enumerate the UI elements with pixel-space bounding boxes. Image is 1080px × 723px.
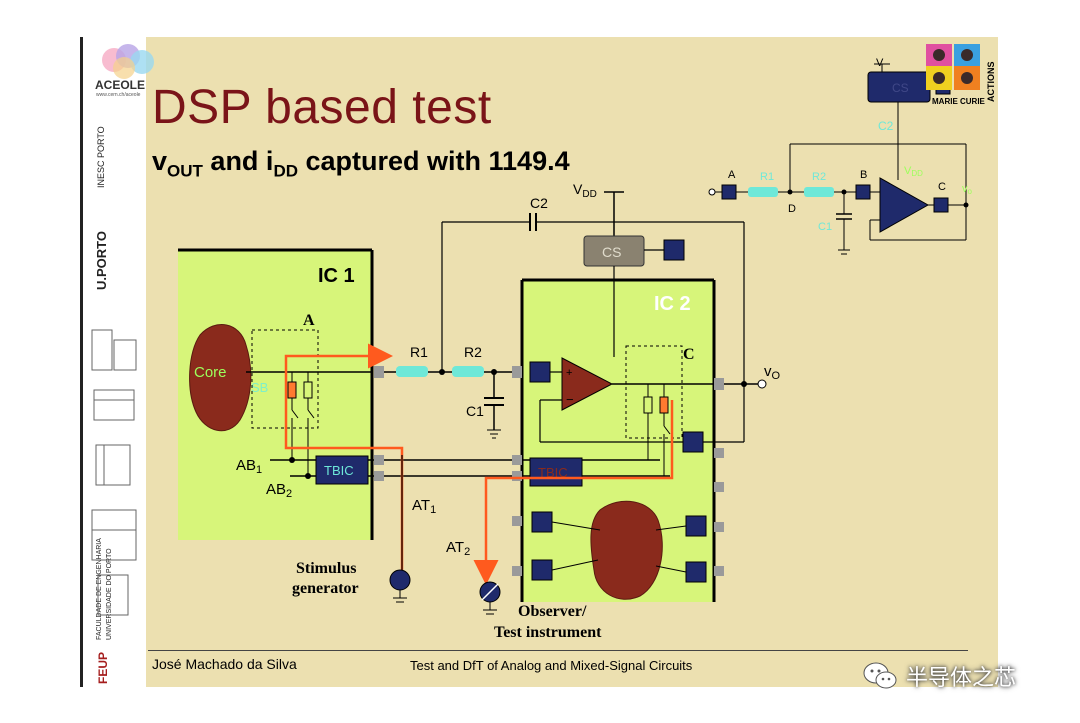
- opamp-ic2: [561, 357, 614, 411]
- inset-c-label: C: [938, 181, 946, 193]
- at2-label: AT2: [446, 539, 470, 558]
- inset-vo-label: vo: [962, 183, 973, 196]
- aceole-url: www.cern.ch/aceole: [96, 92, 141, 98]
- pin-ic2-in: [512, 366, 522, 378]
- ab2-label: AB2: [266, 481, 292, 500]
- stimulus-label-2: generator: [292, 580, 359, 597]
- ic2-input-pad: [529, 361, 551, 383]
- core-blob-ic2: [590, 500, 663, 600]
- cs-label: CS: [602, 244, 621, 260]
- core-blob-ic1: [189, 324, 252, 432]
- logo-sidebar: [80, 37, 146, 687]
- ab1-label: AB1: [236, 457, 262, 476]
- footer-course: Test and DfT of Analog and Mixed-Signal …: [410, 658, 693, 673]
- c1-label: C1: [466, 403, 484, 419]
- c2-label: C2: [530, 195, 548, 211]
- boundary-cell-c: [625, 345, 683, 439]
- r1-label: R1: [410, 344, 428, 360]
- footer-author: José Machado da Silva: [152, 656, 297, 672]
- at1-label: AT1: [412, 497, 436, 516]
- inset-d-label: D: [788, 203, 796, 215]
- footer-divider: [148, 650, 968, 651]
- inset-circuit: V CS C2 A R1 D R2 C1 B VDD: [708, 57, 973, 255]
- inset-r1-label: R1: [760, 171, 774, 183]
- building-sketch-icon: [91, 329, 137, 616]
- core-label: Core: [194, 364, 227, 381]
- pin-ic1-out: [374, 366, 384, 378]
- inset-v-label: V: [876, 57, 884, 69]
- observer-label-1: Observer/: [518, 603, 587, 620]
- inset-c1-label: C1: [818, 221, 832, 233]
- slide-title: DSP based test: [152, 81, 492, 134]
- slide-subtitle: vOUT and iDD captured with 1149.4: [152, 146, 570, 181]
- inset-b-label: B: [860, 169, 867, 181]
- stimulus-label-1: Stimulus: [296, 560, 356, 577]
- tbic-ic2-label: TBIC: [538, 465, 568, 480]
- inset-vdd-label: VDD: [904, 165, 923, 178]
- inset-cs-label: CS: [892, 81, 909, 95]
- svg-text:+: +: [566, 367, 572, 379]
- sb-label: SB: [251, 380, 268, 395]
- ic2-label: IC 2: [654, 293, 691, 315]
- marie-curie-logo-icon: [926, 44, 980, 90]
- watermark: 半导体之芯: [862, 660, 1016, 692]
- r2-label: R2: [464, 344, 482, 360]
- aceole-logo-text: ACEOLE: [95, 78, 146, 92]
- tbic-ic1: [315, 455, 369, 485]
- inset-a-label: A: [728, 169, 736, 181]
- marie-curie-text: MARIE CURIE: [932, 97, 986, 106]
- ic1-label: IC 1: [318, 265, 355, 287]
- cs-output-pad: [663, 239, 685, 261]
- stimulus-generator-icon: [389, 569, 411, 591]
- tbic-ic1-label: TBIC: [324, 463, 354, 478]
- observer-label-2: Test instrument: [494, 624, 602, 641]
- a-label: A: [303, 312, 315, 329]
- inset-r2-label: R2: [812, 171, 826, 183]
- svg-text:−: −: [566, 392, 574, 407]
- tbic-ic2: [529, 457, 583, 487]
- ic2-feedback-pad: [682, 431, 704, 453]
- watermark-text: 半导体之芯: [906, 665, 1017, 690]
- boundary-cell-a: [251, 329, 319, 429]
- aceole-logo-icon: [102, 44, 154, 79]
- actions-text: ACTIONS: [986, 62, 996, 103]
- inset-c2-label: C2: [878, 119, 894, 133]
- resistor-r2: [452, 366, 484, 377]
- vdd-label: VDD: [573, 181, 597, 200]
- wechat-icon: [863, 662, 897, 689]
- vo-label: vO: [764, 363, 781, 382]
- resistor-r1: [396, 366, 428, 377]
- c-label: C: [683, 346, 695, 363]
